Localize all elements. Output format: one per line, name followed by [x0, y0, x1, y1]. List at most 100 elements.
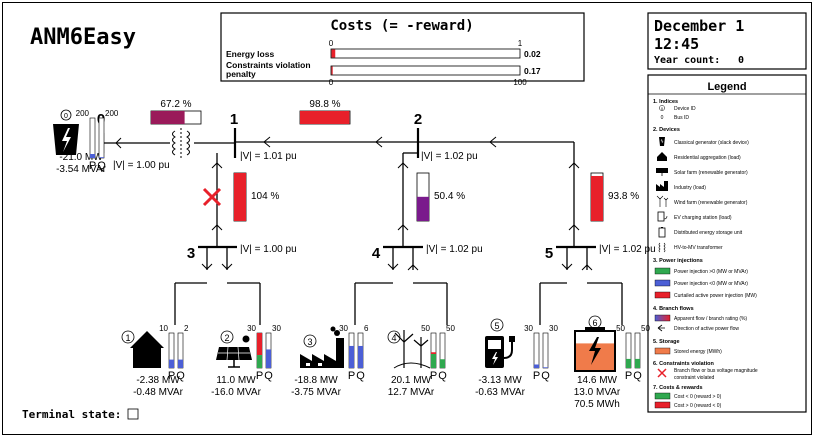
- residential-p-fill: [169, 359, 174, 368]
- arrow-l25-top: [568, 162, 580, 169]
- solar-mvar: -16.0 MVAr: [211, 387, 261, 398]
- legend-s5: 5. Storage: [653, 339, 680, 345]
- branch-transformer: 67.2 %: [150, 99, 202, 125]
- legend-solar-icon: [656, 168, 668, 176]
- ev-p-bar: [533, 332, 540, 369]
- bus-voltage-1: |V| = 1.01 pu: [240, 151, 297, 162]
- solar-p-label: P: [256, 370, 263, 382]
- ev-p-max: 30: [524, 324, 533, 333]
- legend-p3: Curtailed active power injection (MW): [674, 293, 757, 299]
- storage-q-max: 50: [641, 324, 650, 333]
- wind-p-fill: [431, 354, 436, 368]
- bus-id-2: 2: [414, 111, 422, 128]
- bus-id-1: 1: [230, 111, 238, 128]
- legend-storage-swatch: [654, 347, 671, 355]
- legend-factory-icon: [659, 137, 665, 146]
- industry-q-label: Q: [356, 370, 365, 382]
- industry-q-max: 6: [364, 324, 369, 333]
- energy-loss-max: 1: [518, 39, 523, 48]
- energy-loss-value: 0.02: [524, 49, 541, 59]
- datetime-panel: December 1 12:45 Year count: 0: [647, 12, 807, 70]
- device-storage: 6 14.6 MW 13.0 MVAr 70.5 MWh: [574, 315, 621, 410]
- wind-turbine-icon: [393, 330, 431, 369]
- solar-mw: 11.0 MW: [216, 375, 256, 386]
- arrow-b5-right: [581, 264, 593, 271]
- device-id-4: 4: [391, 333, 396, 343]
- legend-bus-id: Bus ID: [674, 115, 689, 121]
- legend-negative-swatch: [654, 279, 671, 287]
- legend-wind-icon: [656, 195, 669, 207]
- branch-1-2: 98.8 %: [299, 99, 351, 125]
- residential-mvar: -0.48 MVAr: [133, 387, 183, 398]
- legend-s6: 6. Constraints violation: [653, 361, 714, 367]
- branch-1-2-fill: [300, 111, 350, 124]
- legend-r2: Cost > 0 (reward < 0): [674, 403, 722, 409]
- ev-p-label: P: [533, 370, 540, 382]
- constraints-value: 0.17: [524, 66, 541, 76]
- arrow-b4-left: [387, 263, 399, 270]
- legend-s7: 7. Costs & rewards: [653, 385, 703, 391]
- legend-d6: EV charging station (load): [674, 215, 732, 221]
- slack-mvar: -3.54 MVAr: [56, 164, 106, 175]
- arrow-l13-bot: [211, 224, 223, 231]
- bus-voltage-5: |V| = 1.02 pu: [599, 244, 656, 255]
- storage-mwh: 70.5 MWh: [574, 399, 620, 410]
- industry-p-label: P: [348, 370, 355, 382]
- legend-positive-swatch: [654, 267, 671, 275]
- storage-mw: 14.6 MW: [577, 375, 618, 386]
- wind-mvar: 12.7 MVAr: [388, 387, 435, 398]
- device-id-circle-0: [60, 109, 72, 121]
- constraints-bar: [330, 65, 521, 76]
- ev-q-max: 30: [549, 324, 558, 333]
- legend-f1: Apparent flow / branch rating (%): [674, 316, 747, 322]
- ev-mvar: -0.63 MVAr: [475, 387, 525, 398]
- arrow-l12-a: [263, 136, 271, 148]
- ev-mw: -3.13 MW: [478, 375, 522, 386]
- legend-battery-icon: [658, 227, 666, 238]
- constraints-max: 100: [513, 78, 527, 87]
- bus-id-5: 5: [545, 245, 553, 262]
- arrow-l25: [489, 136, 497, 148]
- device-industry: 3 -18.8 MW -3.75 MVAr: [291, 326, 344, 398]
- bus-id-4: 4: [372, 245, 381, 262]
- legend-p2: Power injection <0 (MW or MVAr): [674, 281, 748, 287]
- terminal-state-checkbox[interactable]: [127, 408, 139, 420]
- residential-q-label: Q: [176, 370, 185, 382]
- residential-mw: -2.38 MW: [136, 375, 180, 386]
- network-lines: [103, 141, 623, 325]
- residential-p-label: P: [168, 370, 175, 382]
- legend-device-id-circle: [659, 105, 665, 111]
- wind-p-label: P: [430, 370, 437, 382]
- arrow-b4-right: [407, 264, 419, 271]
- slack-mw: -21.0 MW: [59, 152, 103, 163]
- slack-q-bar: [98, 117, 105, 159]
- solar-p-curtailed: [257, 333, 262, 356]
- arrow-l12-b: [375, 136, 383, 148]
- slack-q-label: Q: [97, 160, 106, 172]
- arrow-bus0: [115, 137, 122, 149]
- bus-voltage-2: |V| = 1.02 pu: [421, 151, 478, 162]
- device-ev: 5 -3.13 MW -0.63 MVAr: [475, 318, 526, 398]
- bus-voltage-4: |V| = 1.02 pu: [426, 244, 483, 255]
- legend-d7: Distributed energy storage unit: [674, 230, 743, 236]
- flow-arrows: [115, 136, 593, 271]
- wind-p-max: 50: [421, 324, 430, 333]
- branch-transformer-fill: [151, 111, 185, 124]
- legend-curtailed-swatch: [654, 291, 671, 299]
- device-id-2: 2: [224, 333, 229, 343]
- solar-p-max: 30: [247, 324, 256, 333]
- device-id-6: 6: [592, 318, 597, 328]
- legend-transformer-icon: [658, 242, 666, 253]
- bus-voltage-0: |V| = 1.00 pu: [113, 160, 170, 171]
- legend-cost-swatch: [654, 401, 671, 409]
- residential-q-fill: [178, 359, 183, 368]
- lightning-icon: [62, 128, 71, 152]
- costs-title: Costs (= -reward): [330, 18, 473, 34]
- ev-q-label: Q: [541, 370, 550, 382]
- arrow-l25-bot: [568, 224, 580, 231]
- arrow-b3-left: [201, 263, 213, 270]
- legend-s1: 1. Indices: [653, 99, 678, 105]
